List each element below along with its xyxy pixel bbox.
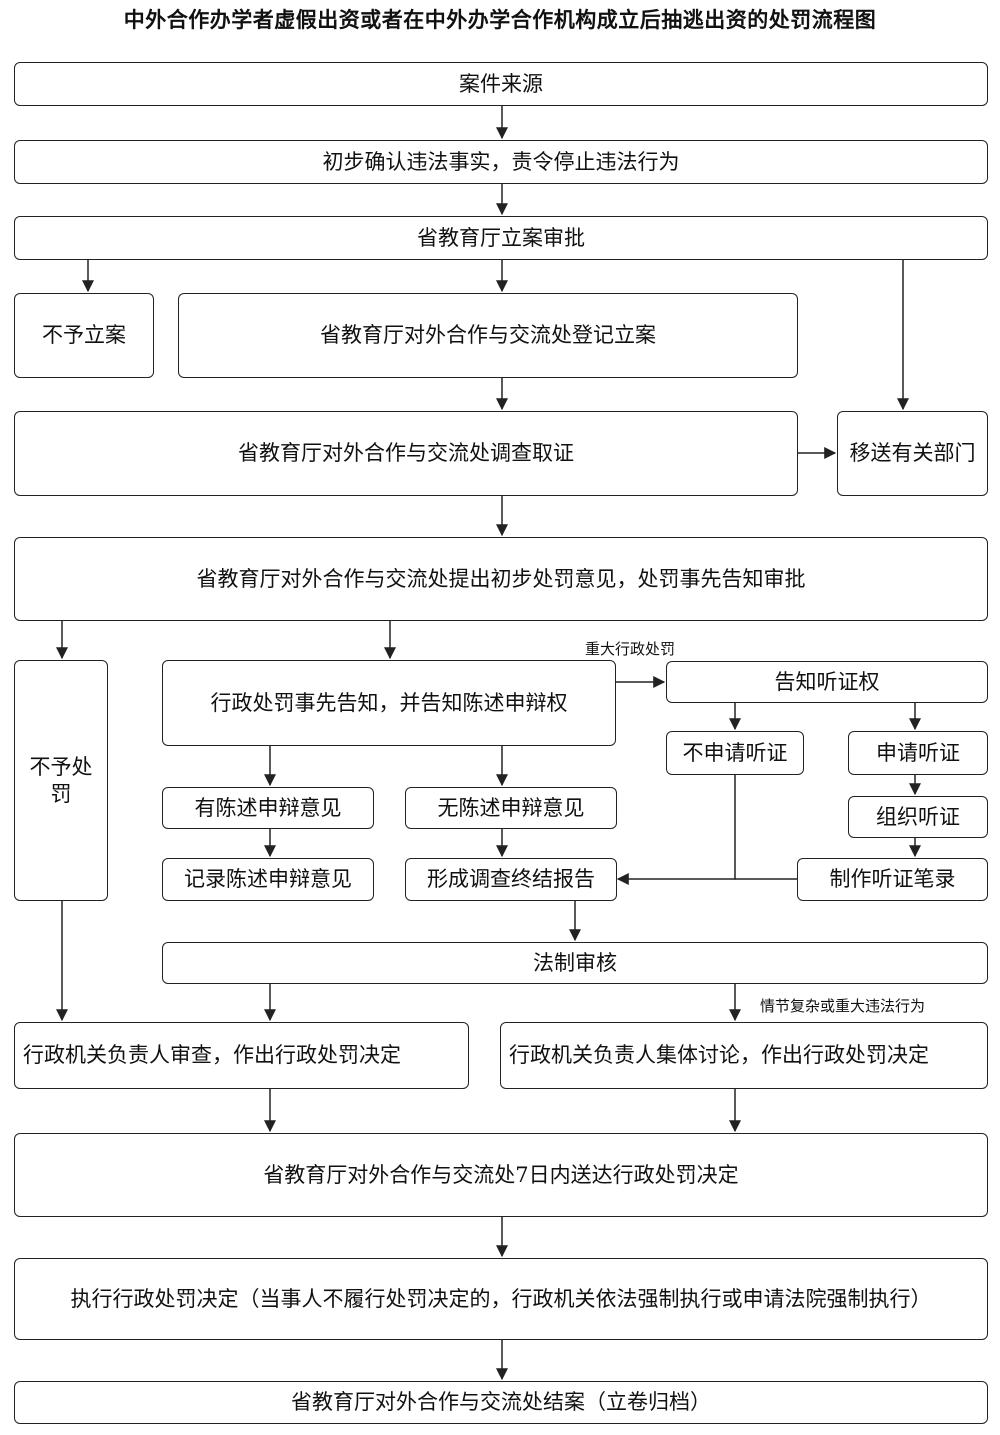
node-investigate: 省教育厅对外合作与交流处调查取证 <box>14 411 798 496</box>
node-no-statement: 无陈述申辩意见 <box>405 787 617 829</box>
node-close-case: 省教育厅对外合作与交流处结案（立卷归档） <box>14 1381 988 1424</box>
node-initial-confirm: 初步确认违法事实，责令停止违法行为 <box>14 140 988 184</box>
arrow-nohearing-to-report <box>616 775 736 885</box>
node-has-statement: 有陈述申辩意见 <box>162 787 374 829</box>
diagram-title: 中外合作办学者虚假出资或者在中外办学合作机构成立后抽逃出资的处罚流程图 <box>123 7 877 32</box>
node-record-statement: 记录陈述申辩意见 <box>162 858 374 901</box>
label-complex-case: 情节复杂或重大违法行为 <box>760 997 926 1015</box>
node-collective-discussion: 行政机关负责人集体讨论，作出行政处罚决定 <box>500 1022 988 1089</box>
node-transfer: 移送有关部门 <box>837 411 988 496</box>
node-no-case: 不予立案 <box>14 293 154 378</box>
node-register-case: 省教育厅对外合作与交流处登记立案 <box>178 293 798 378</box>
node-case-source: 案件来源 <box>14 62 988 106</box>
node-head-review: 行政机关负责人审查，作出行政处罚决定 <box>14 1022 469 1089</box>
node-organize-hearing: 组织听证 <box>848 796 988 838</box>
node-prior-notice: 行政处罚事先告知，并告知陈述申辩权 <box>162 660 616 746</box>
node-execute: 执行行政处罚决定（当事人不履行处罚决定的，行政机关依法强制执行或申请法院强制执行… <box>14 1258 988 1340</box>
node-no-penalty: 不予处罚 <box>14 660 108 901</box>
node-final-report: 形成调查终结报告 <box>405 858 617 901</box>
node-hearing-record: 制作听证笔录 <box>797 858 988 901</box>
node-no-hearing-request: 不申请听证 <box>666 731 804 775</box>
node-legal-review: 法制审核 <box>162 942 988 984</box>
node-preliminary-opinion: 省教育厅对外合作与交流处提出初步处罚意见，处罚事先告知审批 <box>14 537 988 621</box>
label-major-penalty: 重大行政处罚 <box>585 640 676 658</box>
node-deliver-decision: 省教育厅对外合作与交流处7日内送达行政处罚决定 <box>14 1133 988 1217</box>
node-hearing-right: 告知听证权 <box>666 661 988 703</box>
node-case-approval: 省教育厅立案审批 <box>14 216 988 260</box>
node-hearing-request: 申请听证 <box>848 731 988 775</box>
